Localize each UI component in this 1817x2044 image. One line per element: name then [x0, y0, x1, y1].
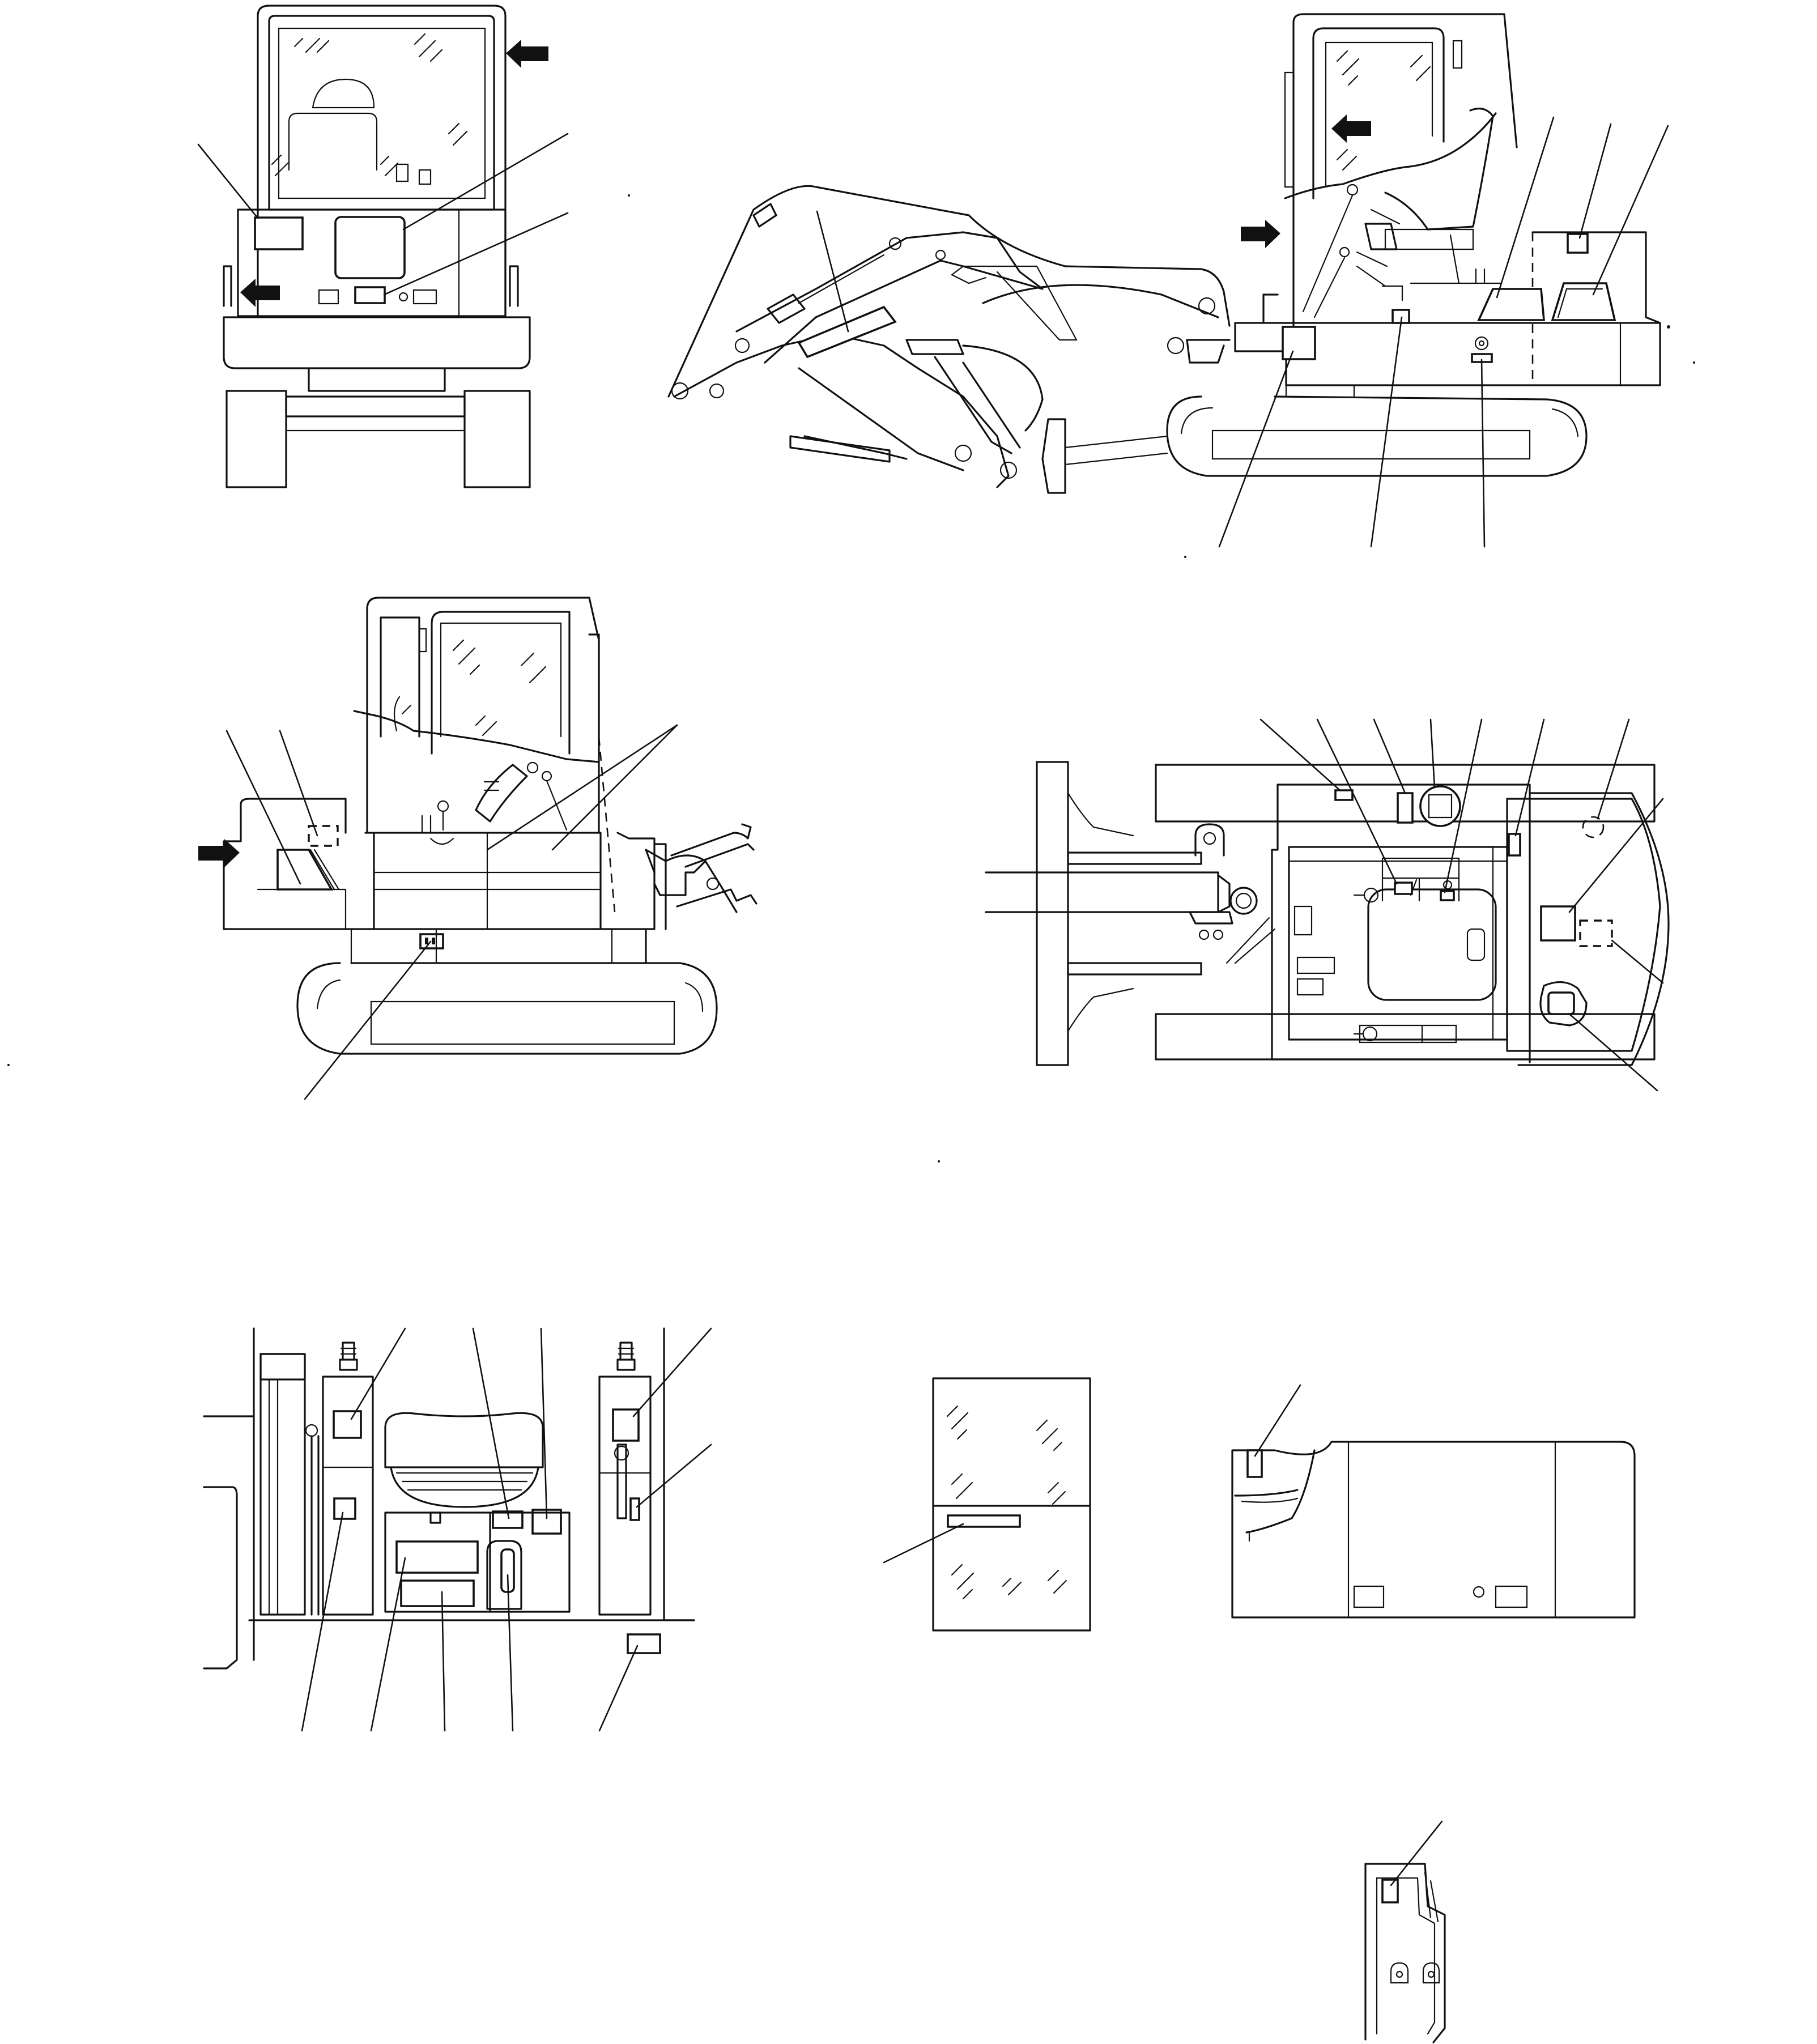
cab-window-view [884, 1378, 1090, 1630]
decal-side-warning-2 [1552, 283, 1615, 320]
decal-top-4 [1395, 883, 1412, 894]
decal-floor [401, 1581, 474, 1606]
decal-top-2 [1398, 793, 1412, 823]
decal-top-round [1420, 786, 1460, 826]
decal-top-6 [1541, 906, 1575, 940]
direction-arrow [506, 40, 548, 68]
decal-top-fuel [1548, 993, 1574, 1014]
top-view [938, 719, 1669, 1162]
decal-left-hidden [309, 826, 338, 846]
left-side-view [7, 598, 756, 1099]
decal-rear-top [1568, 234, 1588, 253]
decal-top-7 [1580, 921, 1612, 946]
decal-front-small [355, 287, 385, 303]
decal-front-center [335, 217, 405, 278]
decal-right-console [631, 1498, 639, 1520]
decal-front-left [255, 218, 303, 249]
decal-hood [1248, 1450, 1262, 1477]
cab-interior-view [204, 1328, 711, 1731]
decal-boom [799, 307, 895, 357]
front-view [198, 6, 568, 487]
direction-arrow [198, 839, 240, 867]
decal-left-warning [278, 850, 331, 889]
direction-arrow [1241, 220, 1280, 248]
decal-seat-small [493, 1511, 522, 1528]
decal-seat-base [397, 1541, 478, 1573]
decal-side-warning-1 [1479, 289, 1544, 320]
direction-arrow [240, 279, 280, 307]
right-side-view [628, 14, 1695, 558]
decal-left-lever [334, 1411, 361, 1438]
decal-panel [1382, 1880, 1398, 1902]
decal-left-console [334, 1498, 355, 1519]
small-panel-view [1365, 1821, 1445, 2042]
decal-side-panel [1283, 327, 1315, 359]
engine-hood-view [1232, 1385, 1635, 1617]
direction-arrow [1331, 114, 1371, 143]
decal-top-1 [1335, 790, 1352, 800]
decal-floor-right [628, 1634, 660, 1653]
decal-window [948, 1515, 1020, 1527]
decal-top-5 [1441, 891, 1454, 900]
decal-top-3 [1509, 834, 1520, 855]
